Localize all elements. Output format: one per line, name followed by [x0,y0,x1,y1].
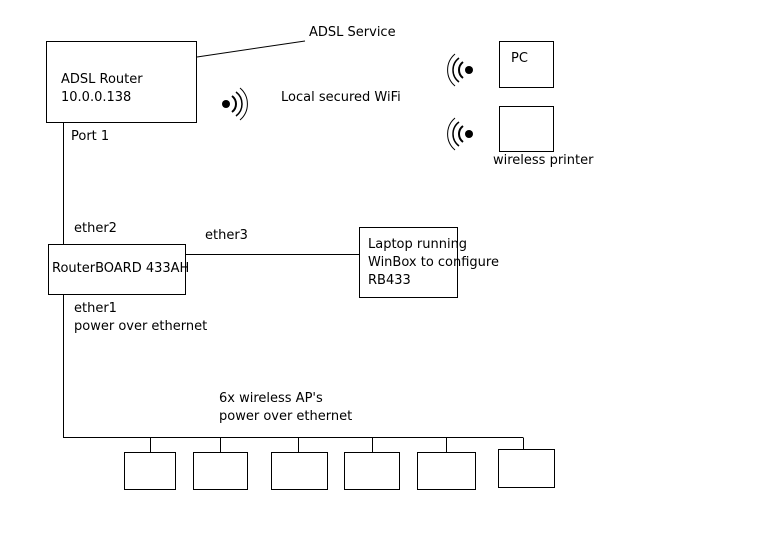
wifi-signal-icon [222,87,248,121]
access-point-box [271,452,328,490]
adsl-router-box [46,41,197,123]
printer-box [499,106,554,152]
aps-label: 6x wireless AP's [219,391,323,406]
port1-label: Port 1 [71,129,110,144]
pc-label: PC [511,51,528,66]
access-point-box [344,452,400,490]
wifi-signal-icon [447,53,473,87]
local-wifi-label: Local secured WiFi [281,90,401,105]
access-point-box [498,449,555,488]
adsl-router-name: ADSL Router [61,72,143,87]
access-point-box [417,452,476,490]
ether1-label: ether1 [74,301,117,316]
poe-label-2: power over ethernet [219,409,353,424]
ether2-label: ether2 [74,221,117,236]
printer-label: wireless printer [493,153,594,168]
adsl-service-line [196,40,306,58]
laptop-box [359,227,458,298]
access-point-box [124,452,176,490]
laptop-label: Laptop running WinBox to configure RB433 [368,237,499,288]
routerboard-box [48,244,186,295]
poe-label-1: power over ethernet [74,319,208,334]
access-point-group [124,437,555,490]
routerboard-label: RouterBOARD 433AH [52,261,190,276]
adsl-router-ip: 10.0.0.138 [61,90,132,105]
adsl-service-label: ADSL Service [309,25,396,40]
pc-box [499,41,554,88]
access-point-box [193,452,248,490]
wifi-signal-icon [447,117,473,151]
ether3-label: ether3 [205,228,248,243]
